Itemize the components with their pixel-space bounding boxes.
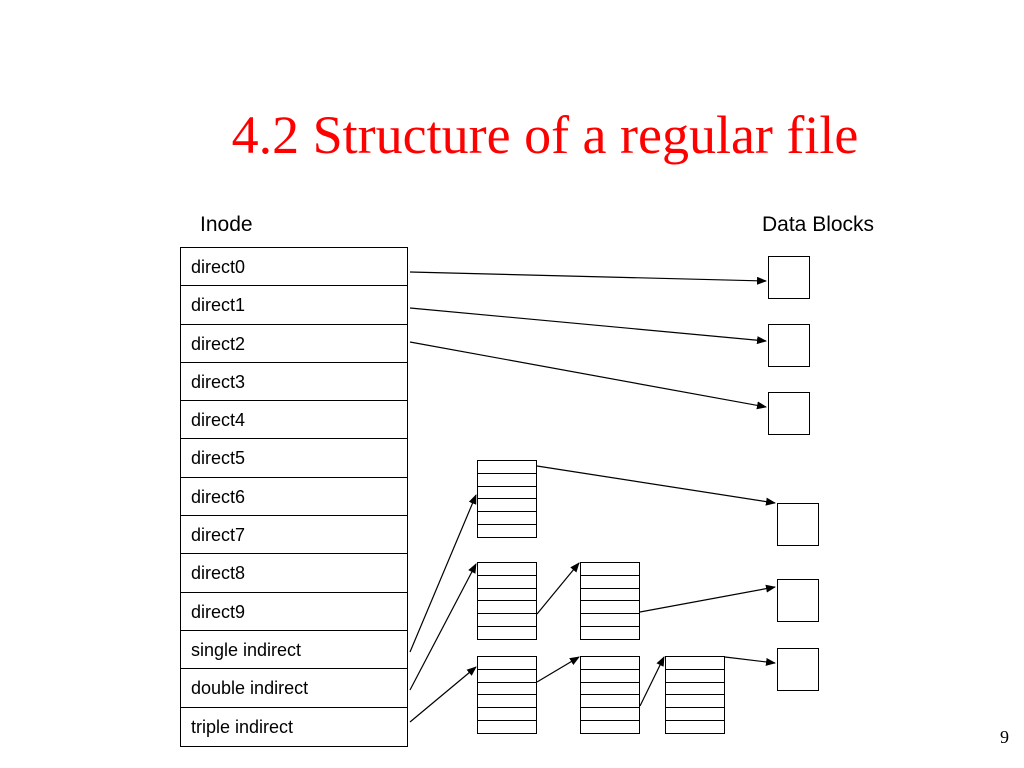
arrow-triple-indirect <box>409 666 477 723</box>
inode-row-direct6: direct6 <box>181 478 407 517</box>
arrow-triple-to-data <box>724 656 776 666</box>
inode-table: direct0 direct1 direct2 direct3 direct4 … <box>180 247 408 747</box>
double-indirect-index-block-1 <box>477 562 537 640</box>
data-blocks-header: Data Blocks <box>762 213 875 236</box>
data-block-2 <box>768 324 810 367</box>
arrow-single-indirect <box>409 494 477 653</box>
data-block-6 <box>777 648 819 691</box>
inode-row-direct2: direct2 <box>181 325 407 363</box>
arrow-double-indirect <box>409 563 477 691</box>
inode-row-direct1: direct1 <box>181 286 407 325</box>
arrow-direct1 <box>409 307 767 345</box>
arrow-single-to-data <box>536 465 776 506</box>
inode-row-direct7: direct7 <box>181 516 407 555</box>
inode-row-direct8: direct8 <box>181 554 407 593</box>
arrow-triple-level1 <box>536 656 580 683</box>
data-block-4 <box>777 503 819 546</box>
inode-row-single-indirect: single indirect <box>181 631 407 670</box>
arrow-triple-level2 <box>639 656 665 707</box>
triple-indirect-index-block-2 <box>580 656 640 734</box>
inode-row-direct4: direct4 <box>181 401 407 440</box>
inode-row-direct9: direct9 <box>181 593 407 631</box>
slide-title: 4.2 Structure of a regular file <box>231 105 859 165</box>
single-indirect-index-block <box>477 460 537 538</box>
arrow-double-to-data <box>639 584 776 613</box>
arrow-direct2 <box>409 341 767 410</box>
data-block-5 <box>777 579 819 622</box>
inode-header: Inode <box>200 213 253 236</box>
triple-indirect-index-block-3 <box>665 656 725 734</box>
inode-row-direct0: direct0 <box>181 248 407 287</box>
arrow-double-level1 <box>536 562 580 615</box>
inode-row-double-indirect: double indirect <box>181 669 407 708</box>
double-indirect-index-block-2 <box>580 562 640 640</box>
inode-row-triple-indirect: triple indirect <box>191 716 294 737</box>
data-block-1 <box>768 256 810 299</box>
inode-row-direct5: direct5 <box>181 439 407 478</box>
page-number: 9 <box>1000 727 1009 747</box>
inode-row-direct3: direct3 <box>181 363 407 402</box>
arrow-direct0 <box>409 271 767 285</box>
triple-indirect-index-block-1 <box>477 656 537 734</box>
data-block-3 <box>768 392 810 435</box>
